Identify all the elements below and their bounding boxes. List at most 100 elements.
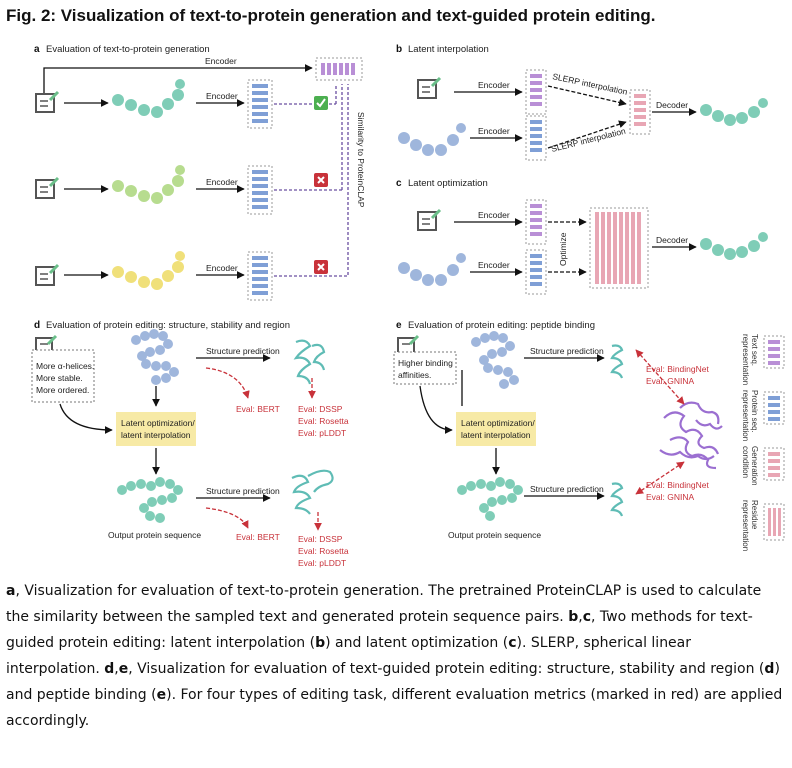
caption-sep: , [578,609,583,625]
panel-e-latent-1: Latent optimization/ [461,418,535,428]
protein-structure-helix-d2 [291,469,334,515]
protein-chain-teal-output-b [700,98,768,126]
panel-b-title: Latent interpolation [408,44,489,55]
caption-letter-e: e [118,661,129,677]
protein-coil-input-d [131,329,179,385]
panel-d-letter: d [34,320,40,331]
document-pen-icon [397,334,420,355]
panel-e-prompt-1: Higher binding [398,358,453,368]
caption-bc-text: , Two methods for text-guided protein ed… [6,609,753,651]
panel-d-structure-prediction-2: Structure prediction [206,486,280,496]
caption-letter-c: c [582,609,591,625]
protein-chain-steel [398,123,466,156]
legend-text-seq-1: Text seq. [750,334,759,366]
document-pen-icon [417,76,442,99]
panel-d: d Evaluation of protein editing: structu… [31,320,349,568]
legend-swatch-generation [768,452,780,477]
protein-coil-output-d [117,477,183,523]
protein-chain-teal-output-c [700,232,768,260]
panel-a-letter: a [34,44,40,55]
panel-e-eval-1a: Eval: BindingNet [646,364,709,374]
peptide-structure-e2 [610,482,624,517]
caption-letter-a: a [6,583,16,599]
document-pen-icon [417,208,442,231]
panel-d-structure-prediction-1: Structure prediction [206,346,280,356]
legend-generation-2: condition [741,446,750,478]
legend-swatch-text-seq [768,340,780,365]
panel-c-decoder-label: Decoder [656,235,688,245]
legend-residue-1: Residue [750,500,759,530]
panel-e: e Evaluation of protein editing: peptide… [393,320,723,540]
panel-d-eval-1a: Eval: DSSP [298,404,343,414]
protein-seq-representation-a2 [252,170,268,209]
panel-c-encoder-label-1: Encoder [478,210,510,220]
protein-seq-representation-b [530,120,542,152]
caption-letter-b: b [568,609,579,625]
caption-ref-c: c [508,635,517,651]
slerp-label-1: SLERP interpolation [552,71,629,97]
protein-coil-input-e [471,331,519,389]
panel-e-title: Evaluation of protein editing: peptide b… [408,320,595,331]
generation-condition-b [634,94,646,126]
panel-d-latent-2: latent interpolation [121,430,191,440]
figure-diagram: a Evaluation of text-to-protein generati… [31,44,785,568]
panel-d-eval-2a: Eval: DSSP [298,534,343,544]
panel-d-eval-2c: Eval: pLDDT [298,558,346,568]
caption-de-text: , Visualization for evaluation of text-g… [128,661,765,677]
slerp-label-2: SLERP interpolation [550,126,627,154]
caption-slerp-text: ). SLERP, spherical linear interpolation… [6,635,692,677]
panel-d-title: Evaluation of protein editing: structure… [46,320,290,331]
panel-e-letter: e [396,320,402,331]
caption-ref-e: e [156,687,167,703]
panel-d-eval-bert-1: Eval: BERT [236,404,280,414]
panel-b: b Latent interpolation Encoder Encoder S… [396,44,768,161]
panel-d-eval-bert-2: Eval: BERT [236,532,280,542]
panel-a-encoder-label-top: Encoder [205,56,237,66]
peptide-structure-e1 [610,344,624,379]
caption-ref-d: d [764,661,775,677]
document-pen-icon [35,176,60,199]
panel-c-encoder-label-2: Encoder [478,260,510,270]
protein-seq-representation-a1 [252,84,268,123]
panel-e-eval-2b: Eval: GNINA [646,492,695,502]
text-seq-representation-b [530,74,542,106]
figure-caption: a, Visualization for evaluation of text-… [6,578,786,734]
panel-c-title: Latent optimization [408,178,488,189]
panel-d-output-label: Output protein sequence [108,530,201,540]
panel-a-title: Evaluation of text-to-protein generation [46,44,210,55]
caption-end-text: ). For four types of editing task, diffe… [6,687,783,729]
legend-swatch-residue [768,508,781,536]
panel-b-letter: b [396,44,402,55]
panel-d-eval-1c: Eval: pLDDT [298,428,346,438]
protein-seq-representation-a3 [252,256,268,295]
panel-e-structure-prediction-1: Structure prediction [530,346,604,356]
caption-a-text: , Visualization for evaluation of text-t… [6,583,762,625]
protein-chain-steel-c [398,253,466,286]
panel-d-latent-1: Latent optimization/ [121,418,195,428]
caption-letter-d: d [104,661,115,677]
panel-d-eval-2b: Eval: Rosetta [298,546,349,556]
document-pen-icon [35,263,60,286]
panel-b-encoder-label-2: Encoder [478,126,510,136]
panel-a-encoder-label-3: Encoder [206,263,238,273]
optimize-label: Optimize [558,232,568,266]
document-pen-icon [35,90,60,113]
panel-d-prompt-2: More stable. [36,373,83,383]
panel-b-decoder-label: Decoder [656,100,688,110]
panel-e-output-label: Output protein sequence [448,530,541,540]
panel-b-encoder-label-1: Encoder [478,80,510,90]
panel-d-eval-1b: Eval: Rosetta [298,416,349,426]
protein-seq-representation-c [530,254,542,286]
legend-generation-1: Generation [750,446,759,486]
latent-box-e [456,412,536,446]
legend-swatch-protein-seq [768,396,780,421]
panel-d-prompt-1: More α-helices. [36,361,94,371]
similarity-label: Similarity to ProteinCLAP [356,112,366,208]
protein-coil-output-e [457,477,523,521]
protein-chain-green [112,165,185,204]
text-seq-representation-a [321,63,355,75]
protein-chain-teal [112,79,185,118]
protein-structure-helix-d1 [293,339,326,385]
residue-representation-c [595,212,641,284]
panel-e-latent-2: latent interpolation [461,430,531,440]
